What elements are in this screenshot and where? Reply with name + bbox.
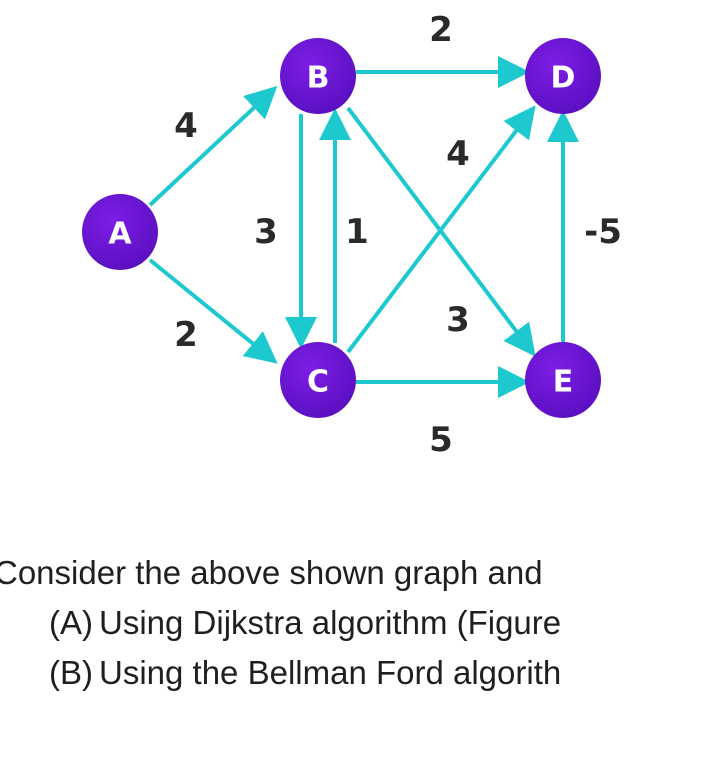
edge-weight-e-d: -5 [584,212,622,252]
edge-weight-b-c: 3 [254,212,278,252]
question-intro: Consider the above shown graph and [0,554,543,591]
edge-a-to-c [148,258,278,364]
edge-weight-b-e: 3 [446,300,470,340]
option-a-text: Using Dijkstra algorithm (Figure [99,604,562,641]
node-c: C [280,342,356,418]
option-b: (B)Using the Bellman Ford algorith [0,648,704,698]
edge-weight-a-c: 2 [174,315,198,355]
edges-layer [148,56,579,398]
option-b-letter: (B) [49,654,93,691]
option-a: (A)Using Dijkstra algorithm (Figure [0,598,704,648]
node-circle-b [280,38,356,114]
question-text: Consider the above shown graph and (A)Us… [0,548,704,698]
node-label-c: C [307,365,329,400]
node-circle-d [525,38,601,114]
edge-weight-c-e: 5 [429,420,453,460]
node-a: A [82,194,158,270]
weighted-directed-graph: A B C D E 4 2 3 1 2 4 3 5 -5 [82,10,622,460]
node-circle-a [82,194,158,270]
edge-weight-c-b: 1 [345,212,369,252]
edge-a-to-b [148,85,278,207]
nodes-layer: A B C D E [82,38,601,418]
node-b: B [280,38,356,114]
node-label-e: E [553,365,574,400]
node-label-b: B [307,61,330,96]
edge-weights-layer: 4 2 3 1 2 4 3 5 -5 [174,10,622,460]
node-label-d: D [551,61,576,96]
edge-weight-c-d: 4 [446,134,470,174]
edge-weight-a-b: 4 [174,106,198,146]
node-label-a: A [108,217,132,252]
node-d: D [525,38,601,114]
node-circle-e [525,342,601,418]
edge-b-to-e [346,106,536,357]
option-a-letter: (A) [49,604,93,641]
node-e: E [525,342,601,418]
edge-weight-b-d: 2 [429,10,453,50]
node-circle-c [280,342,356,418]
option-b-text: Using the Bellman Ford algorith [99,654,562,691]
